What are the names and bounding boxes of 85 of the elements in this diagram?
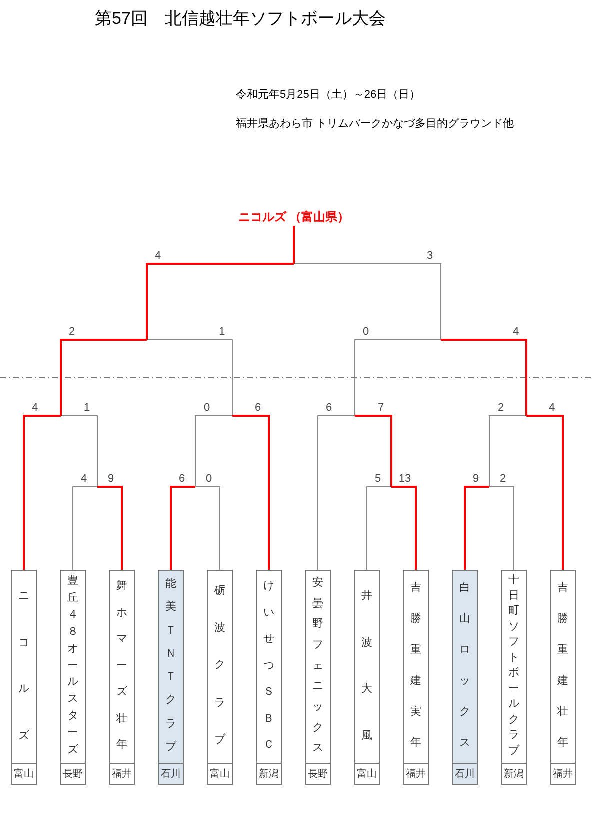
score-label: 5 [374, 474, 382, 485]
team-name: 吉勝重建壮年 [558, 581, 568, 751]
team-box [256, 570, 282, 785]
prefecture-label: 福井 [110, 763, 134, 784]
bracket-line [464, 486, 490, 570]
title: 第57回 北信越壮年ソフトボール大会 [95, 8, 386, 30]
prefecture-label: 新潟 [257, 763, 281, 784]
team-box [403, 570, 429, 785]
bracket-line [318, 416, 356, 570]
bracket-line [489, 486, 514, 570]
score-label: 0 [206, 474, 212, 485]
score-label: 9 [472, 474, 480, 485]
bracket-line [98, 486, 123, 570]
score-label: 6 [178, 474, 186, 485]
score-label: 0 [362, 327, 370, 338]
bracket-line [294, 264, 442, 340]
bracket-line [366, 486, 392, 570]
prefecture-label: 富山 [355, 763, 379, 784]
team-name: 舞ホマーズ壮年 [116, 579, 128, 754]
score-label: 13 [398, 474, 412, 485]
team-name: けいせつＳＢＣ [264, 579, 274, 754]
team-name: 安曇野フェニックス [312, 576, 324, 756]
prefecture-label: 長野 [306, 763, 330, 784]
score-label: 1 [84, 403, 90, 414]
prefecture-label: 富山 [12, 763, 36, 784]
score-label: 7 [378, 403, 384, 414]
bracket-line [489, 416, 527, 488]
score-label: 6 [326, 403, 332, 414]
score-label: 4 [80, 474, 88, 485]
bracket-line [195, 486, 220, 570]
team-box [60, 570, 86, 785]
bracket-line [72, 486, 98, 570]
prefecture-label: 富山 [208, 763, 232, 784]
score-label: 4 [154, 251, 162, 262]
bracket-line [354, 340, 442, 416]
team-name: 砺波クラブ [214, 584, 226, 748]
team-box [550, 570, 576, 785]
date-text: 令和元年5月25日（土）～26日（日） [236, 88, 421, 103]
score-label: 9 [108, 474, 114, 485]
team-box [207, 570, 233, 785]
prefecture-label: 福井 [551, 763, 575, 784]
bracket-line [146, 340, 233, 416]
bracket-line [526, 415, 564, 570]
prefecture-label: 石川 [453, 763, 477, 784]
bracket-line [195, 416, 233, 488]
team-box [11, 570, 37, 785]
team-box [452, 570, 478, 785]
team-name: ニコルズ [18, 589, 30, 744]
bracket-line [23, 415, 61, 570]
prefecture-label: 福井 [404, 763, 428, 784]
score-label: 4 [512, 327, 520, 338]
team-box [305, 570, 331, 785]
score-label: 2 [500, 474, 506, 485]
score-label: 1 [218, 327, 226, 338]
team-name: 十日町ソフトボールクラブ [508, 573, 520, 758]
bracket-line [146, 263, 294, 340]
team-box [158, 570, 184, 785]
score-label: 4 [32, 403, 38, 414]
champion-label: ニコルズ （富山県） [238, 208, 350, 226]
team-name: 井波大風 [362, 589, 372, 744]
score-label: 0 [204, 403, 210, 414]
prefecture-label: 石川 [159, 763, 183, 784]
team-name: 白山ロックス [460, 581, 470, 751]
score-label: 2 [498, 403, 504, 414]
score-label: 3 [426, 251, 434, 262]
bracket-line [232, 415, 270, 570]
bracket-line [170, 486, 196, 570]
team-box [501, 570, 527, 785]
venue-text: 福井県あわら市 トリムパークかなづ多目的グラウンド他 [236, 116, 514, 132]
bracket-line [355, 415, 392, 487]
bracket-line [60, 416, 98, 488]
prefecture-label: 新潟 [502, 763, 526, 784]
bracket-line [392, 486, 417, 570]
team-name: 吉勝重建実年 [410, 581, 422, 751]
bracket-line [441, 339, 528, 416]
score-label: 2 [68, 327, 76, 338]
score-label: 4 [548, 403, 556, 414]
team-name: 能美ＴＮＴクラブ [166, 577, 176, 755]
bracket-line [293, 226, 295, 264]
team-box [109, 570, 135, 785]
score-label: 6 [254, 403, 262, 414]
prefecture-label: 長野 [61, 763, 85, 784]
team-name: 豊丘４８オールスターズ [68, 574, 78, 758]
bracket-line [60, 339, 147, 416]
team-box [354, 570, 380, 785]
